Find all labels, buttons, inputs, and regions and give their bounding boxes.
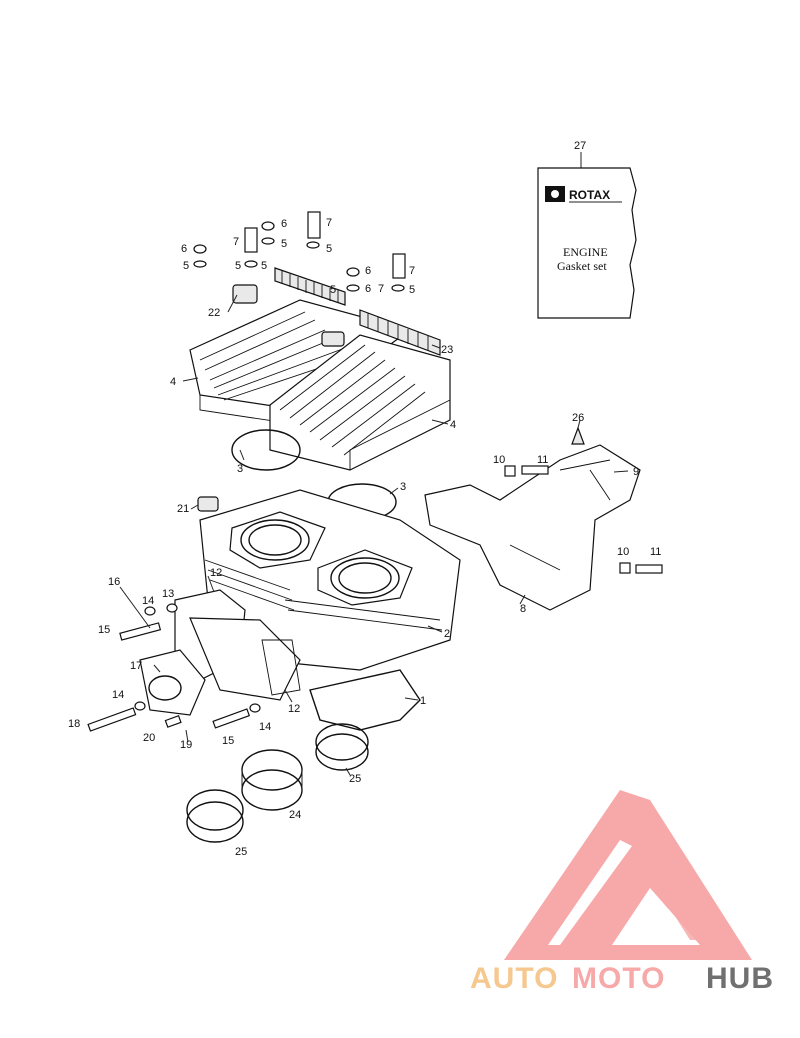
gasket-set-brand: ROTAX — [569, 188, 610, 202]
watermark-moto: MOTO — [572, 962, 665, 995]
callout-3: 3 — [237, 463, 243, 475]
callout-26: 26 — [572, 412, 584, 424]
washer-13 — [166, 603, 178, 613]
gasket-set-line2: Gasket set — [557, 259, 607, 273]
gasket-set-package: ROTAX ENGINE Gasket set — [537, 152, 637, 319]
callout-5: 5 — [281, 238, 287, 250]
callout-17: 17 — [130, 660, 142, 672]
callout-10: 10 — [617, 546, 629, 558]
head-gasket-left — [231, 429, 301, 471]
callout-2: 2 — [444, 628, 450, 640]
callout-12: 12 — [288, 703, 300, 715]
exhaust-manifold — [424, 444, 641, 611]
callout-19: 19 — [180, 739, 192, 751]
callout-6: 6 — [281, 218, 287, 230]
callout-25: 25 — [235, 846, 247, 858]
callout-5: 6 — [365, 283, 371, 295]
callout-6: 6 — [181, 243, 187, 255]
nut-10a — [504, 465, 516, 477]
callout-7: 7 — [233, 236, 239, 248]
callout-5: 5 — [326, 243, 332, 255]
intake-assembly — [139, 589, 301, 716]
callout-5: 5 — [183, 260, 189, 272]
bolt-11b — [635, 564, 663, 574]
callout-18: 18 — [68, 718, 80, 730]
clamp-25-upper — [315, 723, 369, 771]
callout-23: 23 — [441, 344, 453, 356]
leader-lines — [119, 294, 629, 776]
nut-10b — [619, 562, 631, 574]
callout-27: 27 — [574, 140, 586, 152]
bolt-11a — [521, 465, 549, 475]
callout-15: 15 — [222, 735, 234, 747]
callout-5: 5 — [261, 260, 267, 272]
bolt-18 — [87, 707, 137, 732]
callout-16: 16 — [108, 576, 120, 588]
callout-22: 22 — [208, 307, 220, 319]
automotohub-watermark: AUTO MOTO HUB — [470, 790, 774, 995]
washer-14b — [134, 701, 146, 711]
callout-15: 15 — [98, 624, 110, 636]
callout-1: 1 — [420, 695, 426, 707]
callout-10: 10 — [493, 454, 505, 466]
callout-9: 9 — [633, 466, 639, 478]
callout-numbers: 27 6 7 5 7 6 5 5 6 5 5 7 6 5 5 7 22 23 4… — [68, 140, 661, 858]
screw-20 — [164, 715, 182, 728]
callout-11: 11 — [537, 454, 548, 466]
washer-14a — [144, 606, 156, 616]
callout-5: 5 — [235, 260, 241, 272]
callout-6: 6 — [365, 265, 371, 277]
clamp-25-lower — [186, 789, 244, 843]
heat-sink-strip-left — [274, 267, 346, 306]
head-nuts-washers — [193, 211, 406, 292]
rubber-block-22 — [232, 284, 258, 304]
callout-4: 4 — [170, 376, 176, 388]
callout-7: 7 — [409, 265, 415, 277]
callout-14: 14 — [259, 721, 271, 733]
bolt-15b — [212, 708, 251, 729]
callout-14: 14 — [142, 595, 154, 607]
gasket-set-line1: ENGINE — [563, 245, 608, 259]
rubber-sleeve-24 — [241, 749, 303, 811]
callout-12: 12 — [210, 567, 222, 579]
watermark-hub: HUB — [706, 962, 774, 995]
callout-11: 11 — [650, 546, 661, 558]
callout-8: 8 — [520, 603, 526, 615]
callout-7: 7 — [326, 217, 332, 229]
watermark-auto: AUTO — [470, 962, 558, 995]
callout-24: 24 — [289, 809, 301, 821]
callout-13: 13 — [162, 588, 174, 600]
callout-5: 5 — [409, 284, 415, 296]
callout-21: 21 — [177, 503, 189, 515]
callout-5: 5 — [330, 284, 336, 296]
manifold-plug-26 — [571, 426, 585, 445]
callout-14: 14 — [112, 689, 124, 701]
callout-20: 20 — [143, 732, 155, 744]
base-gasket — [309, 669, 421, 731]
callout-5: 7 — [378, 283, 384, 295]
callout-3: 3 — [400, 481, 406, 493]
cylinder-head-right — [269, 334, 451, 471]
washer-14c — [249, 703, 261, 713]
rubber-block-b — [321, 331, 345, 347]
heat-sink-strip-right — [359, 309, 441, 356]
bolt-15a — [119, 622, 162, 641]
callout-25: 25 — [349, 773, 361, 785]
rubber-block-21 — [197, 496, 219, 512]
callout-4: 4 — [450, 419, 456, 431]
